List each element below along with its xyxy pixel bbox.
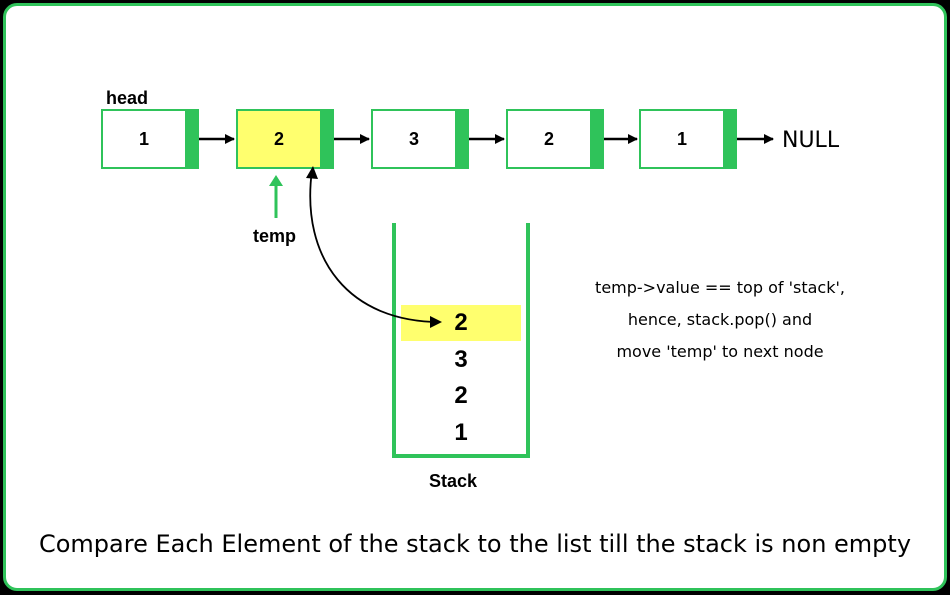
list-node-4: 2 [506,109,604,169]
list-node-2: 2 [236,109,334,169]
head-label: head [106,88,149,108]
list-node-3: 3 [371,109,469,169]
stack-label: Stack [429,471,478,491]
note-line: move 'temp' to next node [616,342,824,361]
node-next-pointer [320,111,332,167]
note-line: hence, stack.pop() and [627,310,813,329]
node-next-pointer [590,111,602,167]
stack-item-top: 2 [401,305,521,341]
caption: Compare Each Element of the stack to the… [38,530,912,558]
node-next-pointer [185,111,197,167]
stack-container [392,223,530,458]
compare-arrow [309,169,441,323]
node-value: 2 [273,128,284,149]
list-node-1: 1 [101,109,199,169]
note-line: temp->value == top of 'stack', [595,278,845,297]
node-value: 1 [676,128,687,149]
node-value: 1 [138,128,149,149]
compare-arrowhead-top [306,166,318,179]
stack-item: 1 [454,419,468,446]
temp-pointer-arrowhead [269,175,283,186]
node-value: 2 [543,128,554,149]
stack-item: 3 [454,346,468,373]
null-label: NULL [782,128,840,153]
compare-arrowhead-stack [430,316,442,328]
diagram-frame [3,3,947,591]
node-next-pointer [455,111,467,167]
stack-item: 2 [454,382,468,409]
node-next-pointer [723,111,735,167]
list-node-5: 1 [639,109,737,169]
temp-label: temp [253,226,297,246]
node-value: 3 [408,128,419,149]
